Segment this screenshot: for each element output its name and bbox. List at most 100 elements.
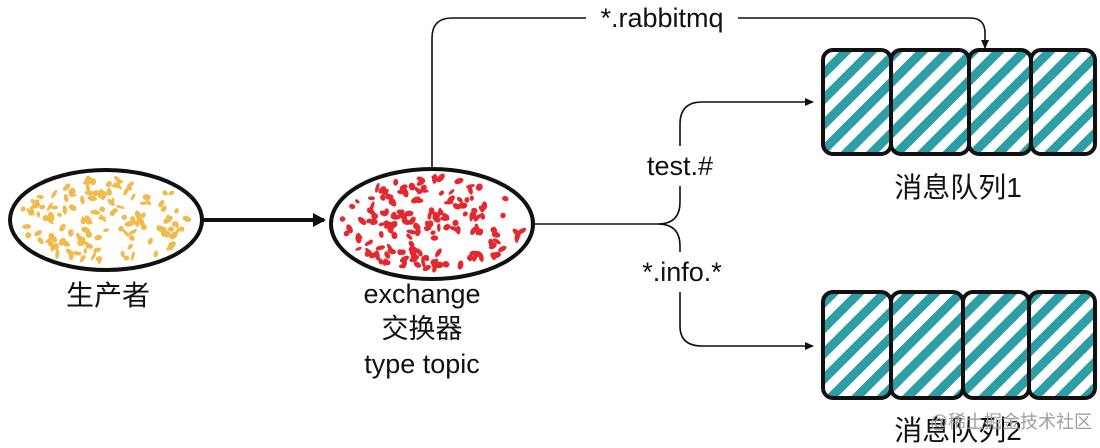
speckle-dot [454, 177, 464, 185]
speckle-dot [59, 223, 66, 232]
speckle-dot [388, 199, 395, 205]
speckle-dot [380, 194, 386, 201]
speckle-dot [85, 184, 91, 192]
speckle-dot [83, 248, 88, 254]
speckle-dot [172, 221, 178, 227]
speckle-dot [93, 247, 102, 253]
speckle-dot [500, 212, 506, 219]
speckle-dot [127, 243, 133, 250]
speckle-dot [168, 190, 175, 196]
speckle-dot [123, 186, 130, 196]
exchange-node [329, 167, 535, 281]
speckle-dot [81, 216, 85, 223]
speckle-dot [424, 220, 432, 230]
speckle-dot [475, 183, 483, 191]
speckle-dot [417, 251, 423, 257]
speckle-dot [470, 226, 477, 236]
speckle-dot [68, 204, 77, 211]
speckle-dot [52, 236, 58, 243]
speckle-dot [430, 235, 439, 241]
speckle-dot [408, 246, 417, 253]
speckle-dot [160, 205, 167, 212]
speckle-dot [456, 196, 463, 203]
speckle-dot [436, 223, 441, 232]
speckle-dot [416, 176, 425, 182]
speckle-dot [393, 214, 403, 220]
speckle-dot [464, 197, 470, 203]
speckle-dot [417, 188, 424, 195]
speckle-dot [406, 229, 417, 235]
speckle-dot [120, 250, 125, 258]
speckle-dot [431, 175, 438, 179]
speckle-dot [89, 178, 97, 186]
speckle-dot [80, 195, 85, 205]
speckle-dot [99, 206, 106, 212]
speckle-dot [413, 261, 422, 268]
speckle-dot [367, 239, 373, 245]
speckle-dot [122, 229, 130, 237]
speckle-dot [367, 196, 376, 201]
speckle-dot [111, 208, 118, 214]
speckle-dot [68, 187, 75, 193]
speckle-dot [168, 226, 175, 232]
speckle-dot [382, 258, 389, 266]
queue1-cell [821, 48, 893, 156]
speckle-dot [58, 237, 66, 246]
route-bottom-label: *.info.* [642, 257, 722, 287]
speckle-dot [386, 243, 394, 253]
speckle-dot [76, 232, 82, 242]
speckle-dot [438, 190, 445, 196]
speckle-dot [471, 210, 477, 220]
speckle-dot [408, 216, 416, 225]
speckle-dot [111, 183, 121, 188]
speckle-dot [423, 225, 430, 232]
speckle-dot [142, 194, 151, 201]
speckle-dot [454, 226, 461, 233]
speckle-dot [22, 224, 32, 230]
speckle-dot [458, 202, 468, 209]
speckle-dot [70, 193, 77, 197]
queue2 [821, 290, 1097, 400]
speckle-dot [343, 230, 350, 237]
speckle-dot [134, 210, 142, 220]
producer-node [8, 168, 204, 272]
speckle-dot [491, 231, 501, 238]
speckle-dot [472, 253, 478, 262]
route-mid-label: test.# [647, 151, 713, 181]
speckle-dot [414, 228, 421, 237]
speckle-dot [90, 251, 97, 261]
speckle-dot [382, 188, 389, 196]
speckle-dot [467, 254, 474, 261]
speckle-dot [46, 202, 53, 211]
speckle-dot [103, 228, 110, 232]
speckle-dot [116, 205, 125, 209]
speckle-dot [465, 184, 475, 189]
producer-label: 生产者 [66, 280, 150, 311]
speckle-dot [47, 218, 54, 224]
speckle-dot [36, 211, 41, 218]
speckle-dot [442, 261, 450, 268]
queue2-cell [961, 290, 1031, 400]
queue2-cell [821, 290, 893, 400]
speckle-dot [153, 250, 159, 258]
speckle-dot [118, 225, 124, 232]
speckle-dot [435, 248, 442, 258]
speckle-dot [384, 251, 391, 259]
speckle-dot [475, 228, 481, 236]
speckle-dot [20, 206, 26, 212]
speckle-dot [121, 214, 128, 220]
speckle-dot [90, 209, 101, 215]
speckle-dot [355, 246, 362, 251]
speckle-dot [53, 242, 59, 250]
speckle-dot [34, 199, 40, 204]
speckle-dot [68, 251, 74, 261]
queue2-cell [889, 290, 965, 400]
speckle-dot [357, 216, 367, 225]
queue1-cell [967, 48, 1033, 156]
speckle-dot [126, 181, 134, 189]
speckle-dot [129, 216, 136, 222]
speckle-dot [106, 188, 112, 196]
speckle-dot [401, 218, 411, 225]
watermark-text: @稀土掘金技术社区 [930, 412, 1092, 432]
speckle-dot [436, 173, 445, 183]
